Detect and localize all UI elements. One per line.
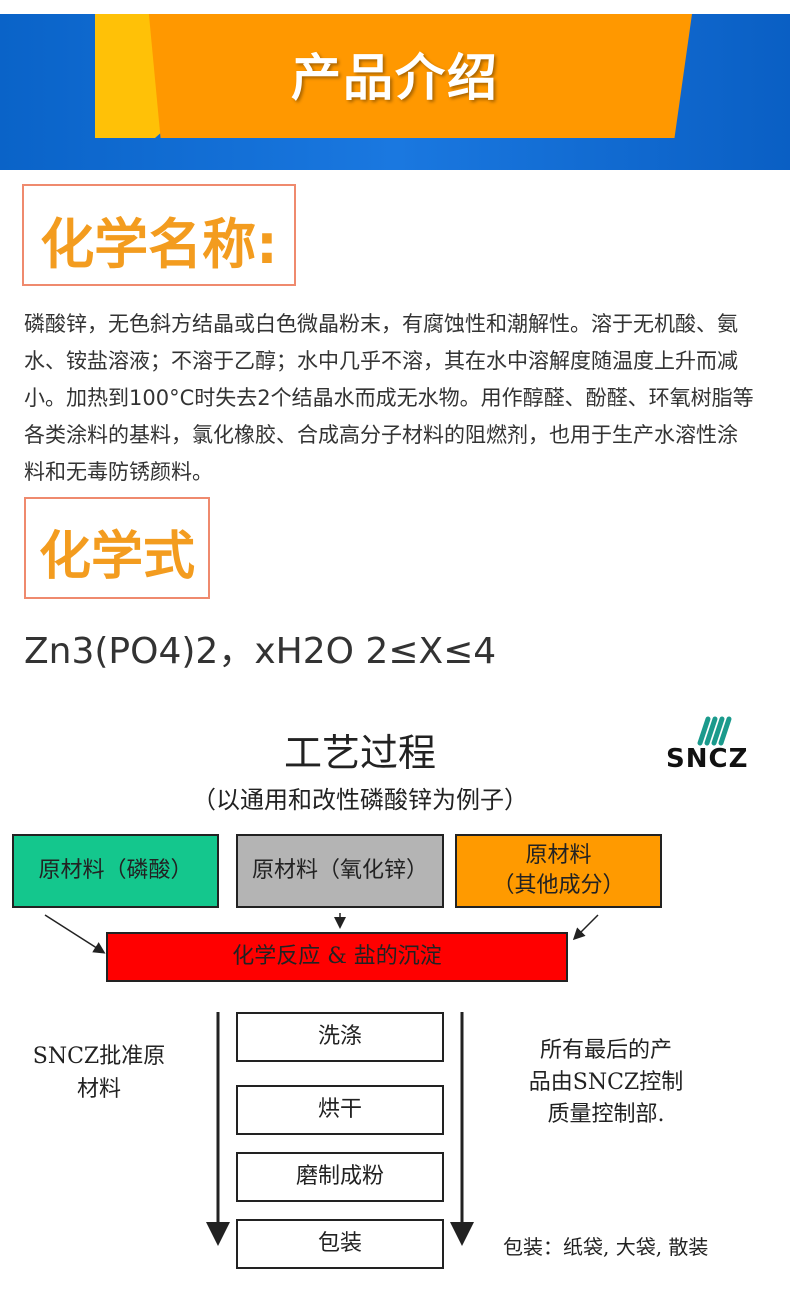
header-banner: 产品介绍 [0, 0, 790, 170]
chemical-name-description: 磷酸锌，无色斜方结晶或白色微晶粉末，有腐蚀性和潮解性。溶于无机酸、氨水、铵盐溶液… [24, 312, 754, 484]
chemical-name-label: 化学名称: [40, 213, 278, 276]
left-note: SNCZ批准原 材料 [32, 1044, 166, 1102]
formula-label-box: 化学式 [24, 497, 210, 599]
right-note: 所有最后的产 品由SNCZ控制 质量控制部. [528, 1038, 684, 1127]
raw-material-phosphoric-acid: 原材料（磷酸） [12, 834, 219, 908]
raw-material-zinc-oxide: 原材料（氧化锌） [236, 834, 444, 908]
diagram-subtitle: （以通用和改性磷酸锌为例子） [192, 786, 528, 814]
process-arrows [44, 913, 599, 1246]
diagram-title: 工艺过程 [283, 731, 436, 775]
step-drying: 烘干 [236, 1085, 444, 1135]
chemical-formula: Zn3(PO4)2，xH2O 2≤X≤4 [24, 631, 497, 672]
page-title: 产品介绍 [291, 49, 499, 107]
banner-orange-panel [148, 14, 692, 138]
formula-label: 化学式 [38, 527, 195, 587]
sncz-logo-text: SNCZ [666, 744, 749, 774]
sncz-logo-icon [697, 716, 732, 746]
step-packaging: 包装 [236, 1219, 444, 1269]
arrow-raw1-to-reaction [44, 914, 106, 954]
process-diagram: 工艺过程 （以通用和改性磷酸锌为例子） SNCZ 原材料（磷酸） 原材料（氧化锌… [0, 700, 790, 1306]
reaction-box: 化学反应 & 盐的沉淀 [106, 932, 568, 982]
chemical-name-label-box: 化学名称: [22, 184, 296, 286]
arrow-raw3-to-reaction [572, 914, 599, 941]
packaging-note: 包装：纸袋, 大袋, 散装 [503, 1235, 709, 1259]
raw-material-other: 原材料 （其他成分） [455, 834, 662, 908]
step-grinding: 磨制成粉 [236, 1152, 444, 1202]
step-washing: 洗涤 [236, 1012, 444, 1062]
